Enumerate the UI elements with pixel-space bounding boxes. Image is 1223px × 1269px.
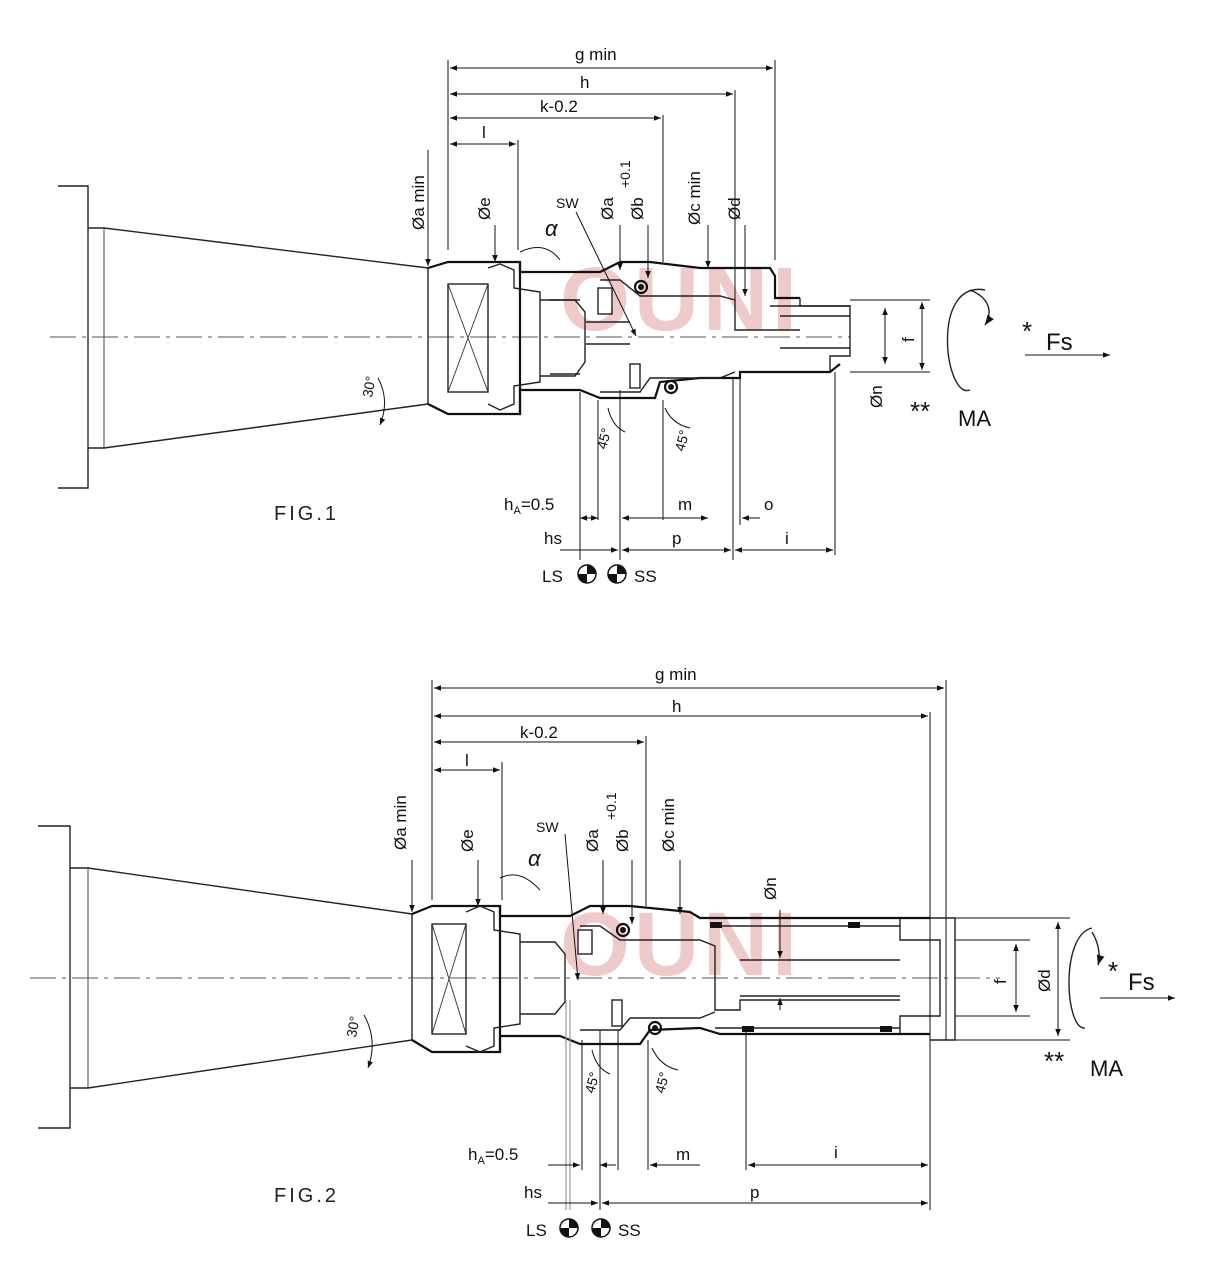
dim-c-min-fig1: Øc min [685,171,704,225]
dimensions-right-fig2 [955,917,1175,1041]
dim-b-fig1: Øb [628,197,647,220]
dim-a-min-fig2: Øa min [391,795,410,850]
label-ls-fig2: LS [526,1221,547,1240]
oring-top-fig1 [633,279,649,295]
dim-hs-fig2: hs [524,1183,542,1202]
dim-l-fig2: l [465,751,469,770]
fs-star-fig2: * [1108,956,1118,986]
dim-30-fig1: 30° [359,375,378,399]
dim-p-fig1: p [672,529,681,548]
dim-a-fig2: Øa [583,829,602,852]
dim-h-fig1: h [580,73,589,92]
dim-30-fig2: 30° [343,1015,362,1039]
dim-b-fig2: Øb [613,829,632,852]
dim-sw-fig2: SW [536,819,559,835]
dim-hs-fig1: hs [544,529,562,548]
tool-body-fig1 [427,260,851,416]
ma-star-fig2: ** [1044,1046,1064,1076]
ma-label-fig2: MA [1090,1056,1123,1081]
dim-o-fig1: o [764,495,773,514]
dim-a-fig1: Øa [598,197,617,220]
dim-p-fig2: p [750,1183,759,1202]
dim-alpha-fig1: α [545,216,559,241]
dim-e-fig2: Øe [458,829,477,852]
dimensions-bottom-fig1 [377,377,833,560]
tool-body-fig2 [411,904,956,1054]
dim-i-fig1: i [785,529,789,548]
dim-k-fig2: k-0.2 [520,723,558,742]
dim-a-min-fig1: Øa min [409,175,428,230]
figure-1: OUNI [50,45,1110,586]
dim-ha-fig2: hA=0.5 [468,1145,518,1167]
dim-c-min-fig2: Øc min [659,798,678,852]
spindle-cone-fig2 [38,825,413,1129]
dim-n-fig1: Øn [867,385,886,408]
dim-f-fig1: f [899,337,918,342]
dim-h-fig2: h [672,697,681,716]
ma-star-fig1: ** [910,396,930,426]
dimensions-top-fig2 [409,680,947,1210]
dim-l-fig1: l [482,123,486,142]
figure-2: OUNI [30,665,1175,1240]
dim-k-fig1: k-0.2 [540,97,578,116]
dim-ha-fig1: hA=0.5 [504,495,554,517]
dim-e-fig1: Øe [475,197,494,220]
dim-45r-fig1: 45° [671,428,692,453]
figure-caption-2: FIG.2 [274,1185,339,1207]
dim-m-fig1: m [678,495,692,514]
fs-label-fig1: Fs [1046,329,1073,356]
dim-m-fig2: m [676,1145,690,1164]
dim-sw-fig1: SW [556,195,579,211]
dim-i-fig2: i [834,1143,838,1162]
figure-caption-1: FIG.1 [274,503,339,525]
dim-45r-fig2: 45° [651,1070,672,1095]
fs-label-fig2: Fs [1128,969,1155,996]
dimensions-right-fig1 [834,288,1110,555]
dim-alpha-fig2: α [528,846,542,871]
fs-star-fig1: * [1022,316,1032,346]
dim-d-fig1: Ød [725,197,744,220]
dim-d-fig2: Ød [1035,969,1054,992]
dimensions-bottom-fig2 [363,1000,928,1210]
ma-label-fig1: MA [958,406,991,431]
dim-45l-fig1: 45° [593,426,614,451]
center-marks-fig1 [577,564,627,584]
spindle-cone-fig1 [58,185,429,489]
dim-n-fig2: Øn [761,877,780,900]
dimensions-top-fig1 [425,60,776,337]
label-ss-fig2: SS [618,1221,641,1240]
watermark-fig1: OUNI [560,250,801,350]
dim-g-fig1: g min [575,45,617,64]
oring-bottom-fig1 [663,379,679,395]
dim-f-fig2: f [991,979,1010,984]
dim-b-tol-fig1: +0.1 [617,160,633,188]
dim-b-tol-fig2: +0.1 [603,792,619,820]
label-ss-fig1: SS [634,567,657,586]
dim-g-fig2: g min [655,665,697,684]
label-ls-fig1: LS [542,567,563,586]
dim-45l-fig2: 45° [581,1070,602,1095]
center-marks-fig2 [559,1218,611,1238]
